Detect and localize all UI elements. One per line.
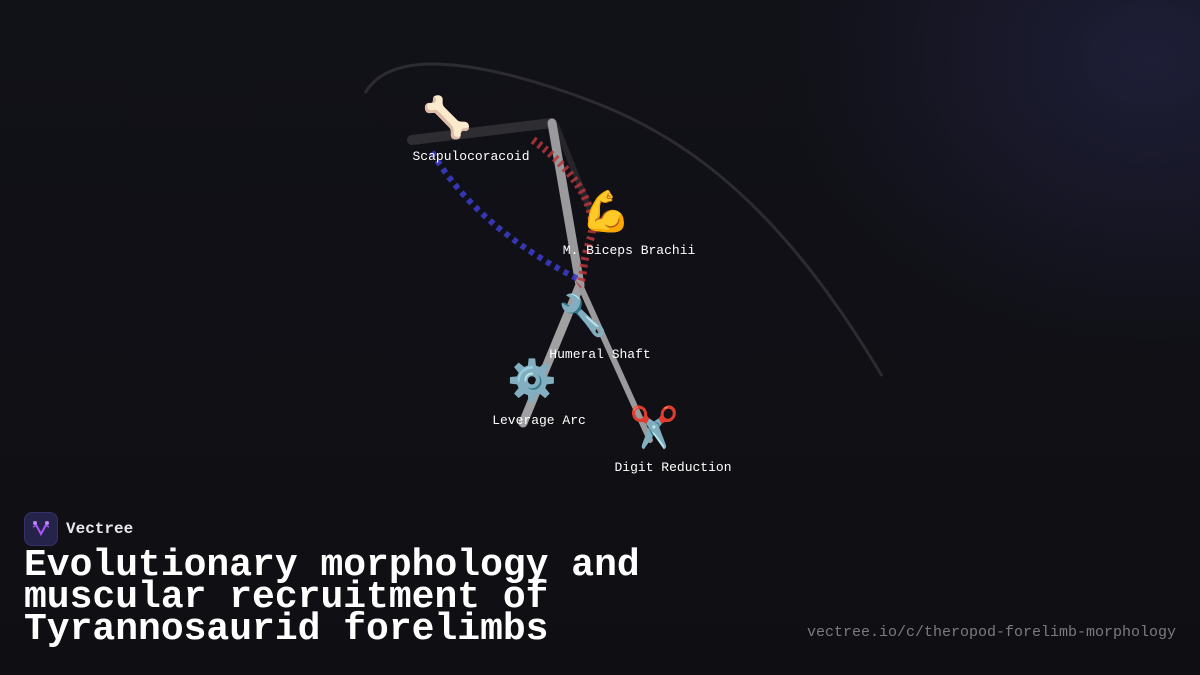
gear-icon: ⚙️ bbox=[507, 358, 557, 404]
ulna-bone bbox=[577, 282, 653, 443]
humerus-bone bbox=[547, 118, 585, 290]
page-title: Evolutionary morphology and muscular rec… bbox=[24, 544, 640, 651]
node-label-humeral-shaft: Humeral Shaft bbox=[549, 347, 651, 362]
vectree-tree-icon bbox=[24, 512, 58, 546]
brand: Vectree bbox=[24, 512, 133, 546]
biceps-muscle-line bbox=[530, 136, 597, 289]
node-label-scapulocoracoid: Scapulocoracoid bbox=[412, 149, 530, 164]
source-url: vectree.io/c/theropod-forelimb-morpholog… bbox=[806, 624, 1176, 641]
flexed-biceps-icon: 💪 bbox=[581, 189, 631, 235]
motion-arc bbox=[363, 62, 884, 377]
node-label-digit-reduction: Digit Reduction bbox=[614, 460, 732, 475]
scapulocoracoid-bone bbox=[407, 118, 557, 145]
radius-bone bbox=[518, 280, 585, 428]
scissors-icon: ✂️ bbox=[629, 405, 679, 451]
node-label-leverage-arc: Leverage Arc bbox=[492, 413, 586, 428]
brand-name: Vectree bbox=[66, 520, 134, 538]
coracobrachialis-muscle-line bbox=[429, 150, 582, 283]
bone-icon: 🦴 bbox=[422, 95, 472, 141]
wrench-icon: 🔧 bbox=[558, 293, 608, 339]
node-label-biceps-brachii: M. Biceps Brachii bbox=[562, 243, 696, 258]
